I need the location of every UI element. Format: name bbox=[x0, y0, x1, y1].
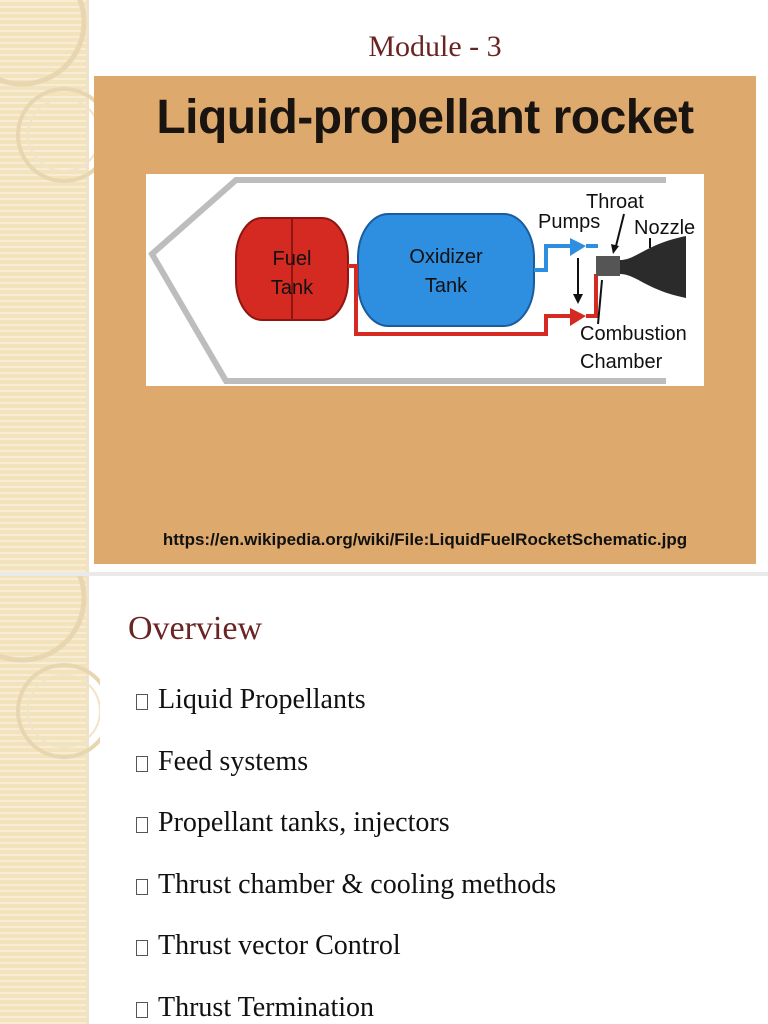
fuel-tank-label: Tank bbox=[271, 277, 314, 299]
decorative-side-strip bbox=[0, 576, 89, 1024]
diagram-heading: Liquid-propellant rocket bbox=[156, 91, 694, 144]
bullet-text: Propellant tanks, injectors bbox=[158, 807, 450, 838]
decorative-rings bbox=[0, 0, 100, 183]
bullet-item: Thrust vector Control bbox=[136, 930, 556, 992]
bullet-marker-icon bbox=[136, 755, 148, 772]
nozzle-shape bbox=[620, 236, 686, 298]
combustion-chamber-label: Combustion bbox=[580, 323, 687, 345]
bullet-text: Thrust chamber & cooling methods bbox=[158, 868, 557, 900]
bullet-item: Feed systems bbox=[136, 746, 556, 808]
rocket-hull bbox=[148, 177, 666, 384]
slide-module-3: Module - 3 Liquid-propellant rocket Fuel… bbox=[0, 0, 756, 572]
bullet-marker-icon bbox=[136, 1001, 148, 1018]
decorative-rings bbox=[0, 576, 100, 759]
overview-bullet-list: Liquid Propellants Feed systems Propella… bbox=[136, 684, 556, 1024]
oxidizer-pump bbox=[570, 238, 586, 256]
bullet-marker-icon bbox=[136, 878, 148, 895]
oxidizer-tank-label: Oxidizer bbox=[409, 246, 483, 268]
source-url[interactable]: https://en.wikipedia.org/wiki/File:Liqui… bbox=[162, 530, 688, 549]
oxidizer-tank-shape bbox=[357, 213, 535, 327]
bullet-item: Propellant tanks, injectors bbox=[136, 807, 556, 869]
bullet-text: Liquid Propellants bbox=[158, 684, 366, 715]
bullet-text: Feed systems bbox=[158, 745, 309, 777]
module-title: Module - 3 bbox=[368, 30, 502, 63]
nozzle-label: Nozzle bbox=[634, 217, 695, 239]
oxidizer-tank-label: Tank bbox=[425, 275, 468, 297]
rocket-schematic: Fuel Tank Oxidizer Tank bbox=[146, 174, 704, 386]
bullet-item: Thrust Termination bbox=[136, 992, 556, 1024]
slide-overview: Overview Liquid Propellants Feed systems… bbox=[0, 576, 768, 1024]
overview-title: Overview bbox=[128, 610, 263, 647]
throat-label: Throat bbox=[586, 191, 644, 213]
fuel-feed-line bbox=[348, 264, 570, 336]
bullet-marker-icon bbox=[136, 817, 148, 833]
bullet-item: Liquid Propellants bbox=[136, 684, 556, 746]
bullet-marker-icon bbox=[136, 694, 148, 710]
combustion-chamber-label: Chamber bbox=[580, 351, 663, 373]
bullet-marker-icon bbox=[136, 940, 148, 956]
combustion-chamber-shape bbox=[596, 256, 620, 276]
bullet-text: Thrust Termination bbox=[158, 991, 375, 1023]
fuel-tank-label: Fuel bbox=[273, 248, 312, 270]
pumps-label: Pumps bbox=[538, 211, 600, 233]
bullet-text: Thrust vector Control bbox=[158, 930, 401, 961]
fuel-pump bbox=[570, 308, 586, 326]
rocket-diagram-panel: Liquid-propellant rocket Fuel Tank Oxidi… bbox=[94, 76, 756, 564]
slide-divider bbox=[0, 572, 768, 576]
oxidizer-feed-line bbox=[534, 244, 570, 272]
bullet-item: Thrust chamber & cooling methods bbox=[136, 869, 556, 931]
